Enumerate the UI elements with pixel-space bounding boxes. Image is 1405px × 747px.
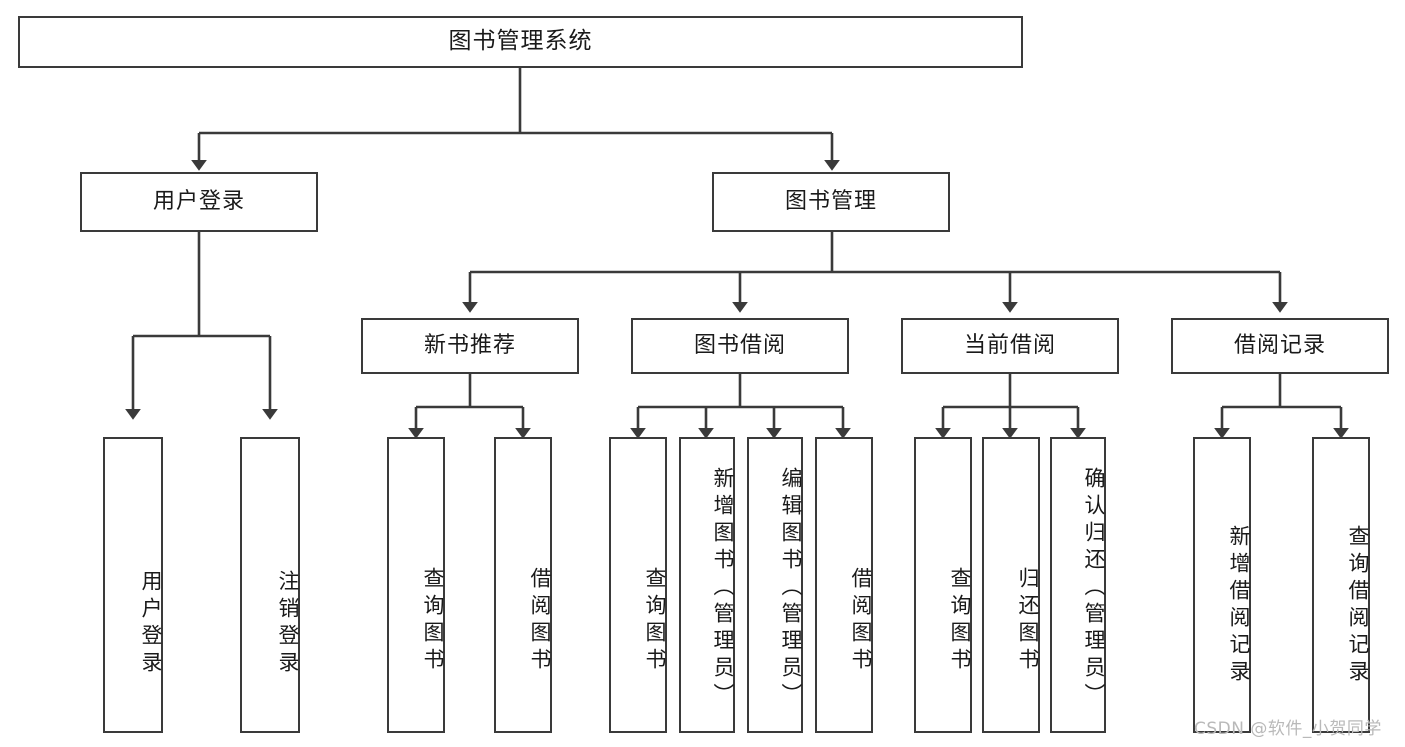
leaf-borrow-edit-book-admin[interactable]: 编辑图书（管理员） bbox=[747, 437, 803, 733]
csdn-watermark: CSDN @软件_小贺同学 bbox=[1194, 719, 1382, 739]
leaf-borrow-borrow-books[interactable]: 借阅图书 bbox=[815, 437, 873, 733]
leaf-new-book-query-books[interactable]: 查询图书 bbox=[387, 437, 445, 733]
node-user-login[interactable]: 用户登录 bbox=[80, 172, 318, 232]
leaf-user-login-signout[interactable]: 注销登录 bbox=[240, 437, 300, 733]
leaf-borrow-add-book-admin[interactable]: 新增图书（管理员） bbox=[679, 437, 735, 733]
leaf-current-return-books[interactable]: 归还图书 bbox=[982, 437, 1040, 733]
leaf-current-query-books[interactable]: 查询图书 bbox=[914, 437, 972, 733]
node-borrowing-records[interactable]: 借阅记录 bbox=[1171, 318, 1389, 374]
leaf-borrow-query-books[interactable]: 查询图书 bbox=[609, 437, 667, 733]
leaf-new-book-borrow-books[interactable]: 借阅图书 bbox=[494, 437, 552, 733]
leaf-user-login-signin[interactable]: 用户登录 bbox=[103, 437, 163, 733]
leaf-current-confirm-return-admin[interactable]: 确认归还（管理员） bbox=[1050, 437, 1106, 733]
leaf-records-query-record[interactable]: 查询借阅记录 bbox=[1312, 437, 1370, 733]
node-new-book-recommendation[interactable]: 新书推荐 bbox=[361, 318, 579, 374]
node-root-book-management-system[interactable]: 图书管理系统 bbox=[18, 16, 1023, 68]
node-current-borrowing[interactable]: 当前借阅 bbox=[901, 318, 1119, 374]
leaf-records-add-record[interactable]: 新增借阅记录 bbox=[1193, 437, 1251, 733]
node-book-borrowing[interactable]: 图书借阅 bbox=[631, 318, 849, 374]
node-book-management[interactable]: 图书管理 bbox=[712, 172, 950, 232]
